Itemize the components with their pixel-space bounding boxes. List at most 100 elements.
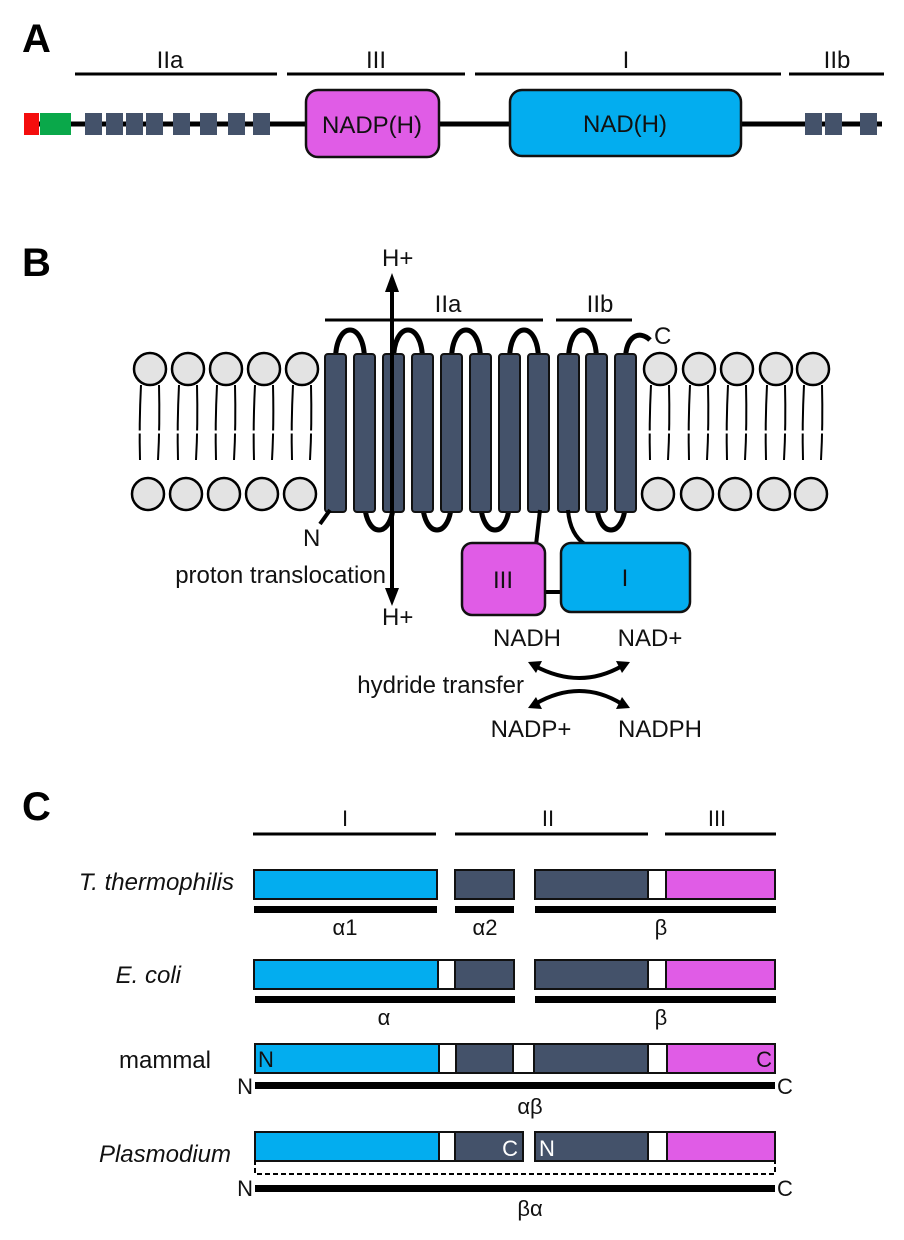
subunit-bar [535,906,776,913]
segment-nad [254,1043,440,1074]
proton-bottom-label: H+ [382,604,413,631]
subunit-label: β [655,1005,668,1030]
domain-label-i: I [623,47,630,74]
segment-nadp [666,1043,776,1074]
tm-helix [106,113,123,135]
panel-c: C I II III T. thermophilis α1 α2 β E. co… [22,785,793,1221]
tm-helix [85,113,102,135]
segment-linker [437,959,456,990]
tm-helix [146,113,163,135]
panel-c-letter: C [22,785,51,829]
segment-nadp [666,1131,776,1162]
tm-helix [469,353,492,513]
hydride-transfer-label: hydride transfer [357,672,524,699]
lipid-head [758,351,794,387]
n-terminus-tail [318,508,332,526]
organism-name: T. thermophilis [79,869,234,896]
proton-arrow-down-head [385,588,399,606]
lipid-tail [176,384,199,461]
lipid-head [132,351,168,387]
subunit-label: α [378,1005,391,1030]
tm-helix [805,113,822,135]
tm-helix [440,353,463,513]
proton-arrow-up-head [385,273,399,292]
extracellular-loop [391,327,425,361]
tm-helix [498,353,521,513]
domain-i-label: I [622,565,629,592]
lipid-tail [252,384,275,461]
segment-tm [454,869,515,900]
lipid-head [642,351,678,387]
c-domain-label-ii: II [542,806,554,831]
lipid-head [282,476,318,512]
nadp-plus-label: NADP+ [491,716,572,743]
domain-label-iii: III [366,47,386,74]
organism-row-t-thermophilis: T. thermophilis α1 α2 β [79,869,776,940]
lipid-tail [725,384,748,461]
segment-linker [647,869,667,900]
lipid-head [246,351,282,387]
inner-n-label: N [258,1047,274,1072]
c-terminus-label: C [654,323,671,350]
connector-to-iii [534,509,542,546]
subunit-label: α2 [473,915,498,940]
proton-top-label: H+ [382,245,413,272]
tm-helix [253,113,270,135]
tm-helix [228,113,245,135]
domain-iii-box [460,541,547,617]
inner-c-label: C [502,1136,518,1161]
signal-red-segment [24,113,39,135]
c-domain-label-iii: III [708,806,726,831]
segment-tm [534,869,649,900]
lipid-head [208,351,244,387]
end-c-label: C [777,1074,793,1099]
extracellular-loop [449,327,483,361]
iia-helices [85,113,270,135]
inner-c-label: C [756,1047,772,1072]
segment-nad [254,1131,440,1162]
tm-helix [324,353,347,513]
segment-linker [512,1043,535,1074]
lipid-tail [648,384,671,461]
segment-linker [438,1043,457,1074]
domain-i-box [559,541,692,614]
lipid-head [640,476,676,512]
lipid-head [756,476,792,512]
end-n-label: N [237,1176,253,1201]
segment-tm [454,1131,524,1162]
lipid-tail [801,384,824,461]
organism-row-mammal: mammal N C N C αβ [119,1043,793,1119]
organism-row-plasmodium: Plasmodium C N N C βα [99,1131,793,1221]
segment-tm [534,959,649,990]
tm-helix [860,113,877,135]
nadh-label: NADH [493,625,561,652]
tm-helix [411,353,434,513]
hydride-transfer-arrows [528,661,630,709]
segment-tm [455,1043,514,1074]
segment-tm [533,1043,649,1074]
domain-label-iib: IIb [824,47,851,74]
lipid-head [284,351,320,387]
panel-a-letter: A [22,17,51,61]
nad-plus-label: NAD+ [618,625,683,652]
subunit-bar [535,996,776,1003]
proton-translocation-label: proton translocation [175,562,386,589]
organism-name: E. coli [116,962,182,989]
subunit-bar [255,1185,775,1192]
subunit-bar [455,906,514,913]
tm-helix [825,113,842,135]
segment-linker [647,1043,668,1074]
organism-name: mammal [119,1047,211,1074]
domain-iii-label: III [493,567,513,594]
subunit-label: α1 [333,915,358,940]
lipid-head [795,351,831,387]
transmembrane-helices [324,353,637,513]
segment-tm [454,959,515,990]
subunit-label: βα [517,1196,543,1221]
tm-helix [585,353,608,513]
subunit-bar [255,1082,775,1089]
lipid-bilayer-left [130,351,320,512]
tm-helix [126,113,143,135]
subunit-bar [254,906,437,913]
lipid-head [244,476,280,512]
